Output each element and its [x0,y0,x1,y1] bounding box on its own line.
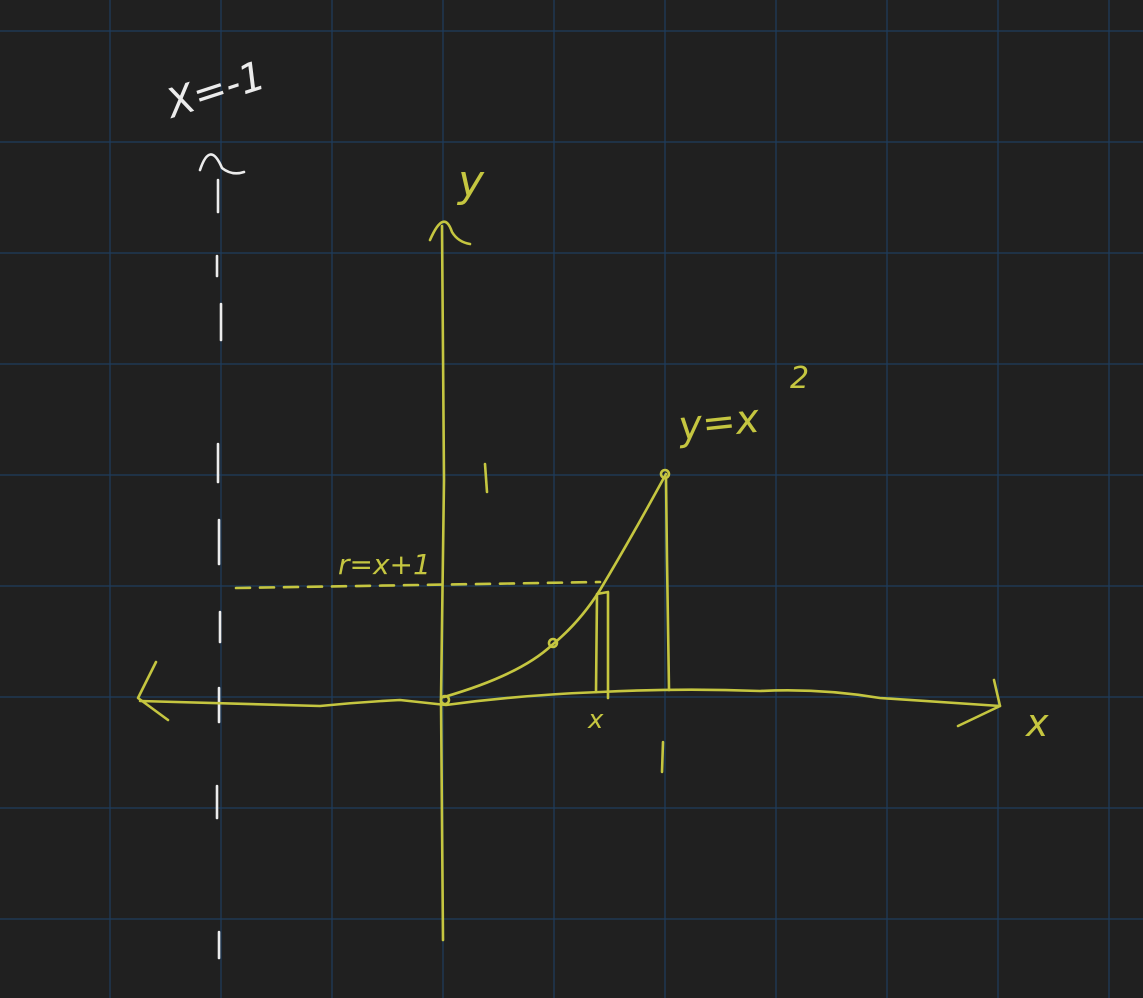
y-axis-label: y [456,156,485,207]
y-axis-arrowhead [428,220,472,246]
radius-dashed-line [234,580,602,590]
x-axis [138,688,1002,708]
asymptote-arrowhead [198,153,246,175]
curve-label-exponent: 2 [790,361,809,396]
tick-label-y-one: 1 [480,465,499,500]
slice-rectangle [594,590,610,700]
y-axis [439,224,446,942]
curve-label: y=x [675,396,762,450]
x-axis-label: x [1025,701,1049,745]
curve-point-origin [439,694,451,706]
tick-mark-x-one-stroke [660,740,665,774]
boundary-line-x1 [664,476,671,692]
radius-label: r=x+1 [338,548,431,581]
asymptote-label: X=-1 [159,53,271,129]
x-axis-left-arrowhead [136,660,170,722]
tick-mark-y-one-stroke [483,462,489,494]
curve-point-mid [547,637,559,649]
slice-x-label: x [587,705,604,735]
asymptote-line [215,178,223,960]
parabola-curve [442,472,668,699]
x-axis-right-arrowhead [956,678,1002,728]
